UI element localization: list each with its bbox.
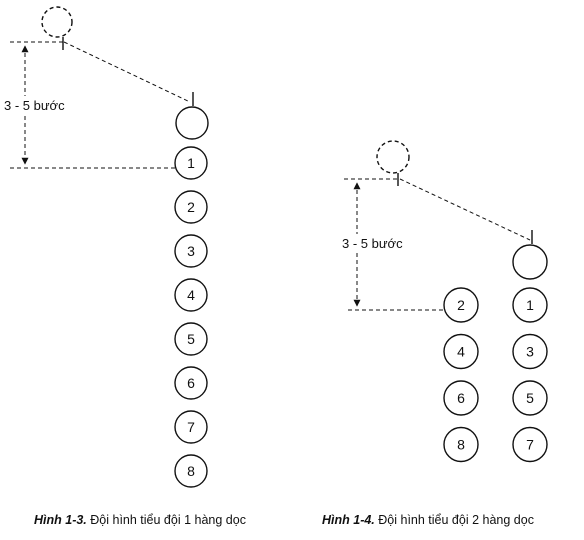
figure-1-4: 3 - 5 bước 2 4 6 8 1 3 5 7	[341, 140, 548, 463]
member-circle	[512, 287, 548, 323]
member-number: 8	[187, 463, 195, 479]
member-circle	[512, 380, 548, 416]
distance-label: 3 - 5 bước	[342, 236, 403, 251]
member-circle	[174, 410, 208, 444]
caption-figure-1-3: Hình 1-3. Đội hình tiểu đội 1 hàng dọc	[34, 513, 246, 527]
distance-label: 3 - 5 bước	[4, 98, 65, 113]
member-circle	[174, 146, 208, 180]
caption-prefix: Hình 1-3.	[34, 513, 87, 527]
member-column: 1 2 3 4 5 6 7 8	[174, 146, 208, 488]
member-number: 2	[187, 199, 195, 215]
member-number: 3	[526, 344, 534, 360]
member-number: 3	[187, 243, 195, 259]
member-circle	[174, 278, 208, 312]
leader-connector	[63, 41, 191, 103]
caption-text: Đội hình tiểu đội 1 hàng dọc	[86, 513, 246, 527]
member-circle	[174, 190, 208, 224]
caption-figure-1-4: Hình 1-4. Đội hình tiểu đội 2 hàng dọc	[322, 513, 534, 527]
leader-circle	[41, 6, 73, 38]
member-number: 1	[187, 155, 195, 171]
member-circle	[174, 322, 208, 356]
member-number: 8	[457, 437, 465, 453]
member-circle	[443, 426, 479, 463]
member-number: 6	[457, 390, 465, 406]
deputy-circle	[512, 244, 548, 280]
member-number: 7	[187, 419, 195, 435]
member-column-right: 1 3 5 7	[512, 287, 548, 463]
caption-prefix: Hình 1-4.	[322, 513, 375, 527]
member-number: 4	[457, 344, 465, 360]
member-number: 1	[526, 297, 534, 313]
member-circle	[512, 333, 548, 370]
member-column-left: 2 4 6 8	[443, 287, 479, 463]
member-number: 5	[526, 390, 534, 406]
member-number: 2	[457, 297, 465, 313]
member-circle	[512, 426, 548, 463]
member-number: 5	[187, 331, 195, 347]
figure-1-3: 3 - 5 bước 1 2 3 4 5 6 7 8	[3, 6, 209, 488]
member-circle	[443, 380, 479, 416]
member-circle	[443, 333, 479, 370]
member-circle	[174, 366, 208, 400]
leader-circle	[376, 140, 410, 174]
deputy-circle	[175, 106, 209, 140]
member-circle	[443, 287, 479, 323]
member-number: 6	[187, 375, 195, 391]
member-number: 4	[187, 287, 195, 303]
member-circle	[174, 234, 208, 268]
member-circle	[174, 454, 208, 488]
member-number: 7	[526, 437, 534, 453]
caption-text: Đội hình tiểu đội 2 hàng dọc	[374, 513, 534, 527]
leader-connector	[399, 178, 531, 241]
